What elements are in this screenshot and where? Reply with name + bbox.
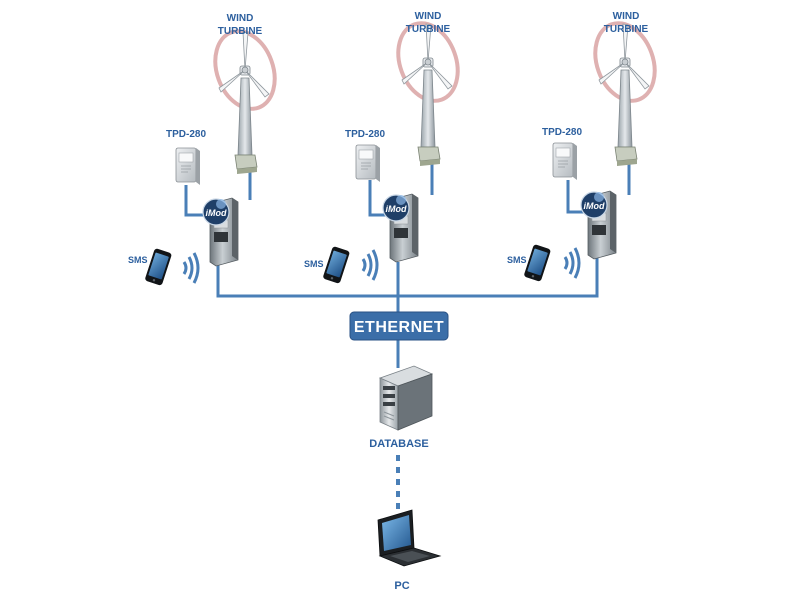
sms-label: SMS [507,255,527,265]
panel-icon [355,144,381,183]
panel-link-2 [368,180,390,217]
wind-turbine-icon [386,12,470,169]
wireless-signal-icon [361,248,379,282]
wind-turbine-icon [583,12,667,169]
panel-icon [552,142,578,181]
turbine-label-line-1: WIND [227,13,254,24]
ethernet-node: ETHERNET [349,311,449,341]
wireless-signal-icon [182,251,200,285]
laptop-icon [377,509,442,567]
database-node: DATABASE [369,365,434,450]
panel-label: TPD-280 [345,129,385,140]
site-1: WIND TURBINE TPD-280 iMod SMS [128,13,287,286]
panel-icon [175,147,201,186]
ethernet-bus [216,258,599,298]
server-icon [378,365,434,431]
panel-label: TPD-280 [166,129,206,140]
pc-node: PC [377,509,442,592]
database-label: DATABASE [369,438,428,450]
device-badge: iMod [206,208,227,218]
device-badge: iMod [386,204,407,214]
phone-icon [523,244,552,282]
ethernet-box [349,311,449,341]
panel-link-1 [184,185,210,217]
wind-turbine-icon [203,20,287,177]
phone-icon [322,246,351,284]
ethernet-label: ETHERNET [354,319,444,336]
panel-label: TPD-280 [542,127,582,138]
phone-icon [144,248,173,286]
pc-label: PC [394,580,409,592]
site-3: WIND TURBINE TPD-280 iMod SMS [507,11,667,282]
turbine-label-line-2: TURBINE [604,24,649,35]
turbine-label-line-2: TURBINE [406,24,451,35]
turbine-label-line-2: TURBINE [218,26,263,37]
panel-link-3 [566,180,588,214]
sms-label: SMS [128,255,148,265]
turbine-label-line-1: WIND [613,11,640,22]
sms-label: SMS [304,259,324,269]
turbine-label-line-1: WIND [415,11,442,22]
wireless-signal-icon [563,246,581,280]
device-badge: iMod [584,201,605,211]
site-2: WIND TURBINE TPD-280 iMod SMS [304,11,470,284]
